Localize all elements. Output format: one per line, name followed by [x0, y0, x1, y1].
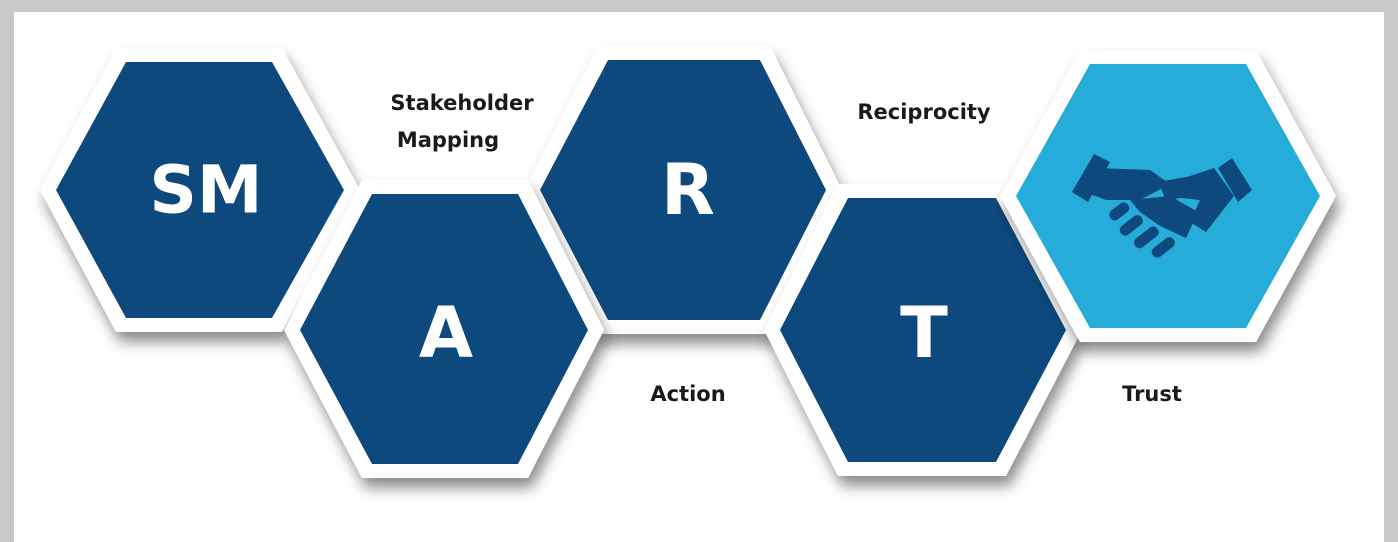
caption-stakeholder-line1: Stakeholder	[390, 91, 534, 115]
hexagon-r-letter: R	[661, 149, 715, 231]
caption-action: Action	[650, 382, 725, 406]
hexagon-a-letter: A	[419, 292, 473, 374]
hexagon-t: T	[764, 184, 1082, 476]
hexagon-sm-letter: SM	[149, 152, 262, 229]
caption-reciprocity: Reciprocity	[857, 100, 991, 124]
hexagon-t-letter: T	[900, 292, 948, 374]
caption-stakeholder-line2: Mapping	[397, 128, 499, 152]
hexagon-a: A	[284, 180, 604, 478]
caption-trust: Trust	[1122, 382, 1182, 406]
handshake-icon	[1072, 154, 1252, 258]
hexagon-r: R	[524, 46, 842, 334]
hexagon-handshake	[1000, 50, 1336, 342]
hexagon-sm: SM	[40, 48, 360, 332]
